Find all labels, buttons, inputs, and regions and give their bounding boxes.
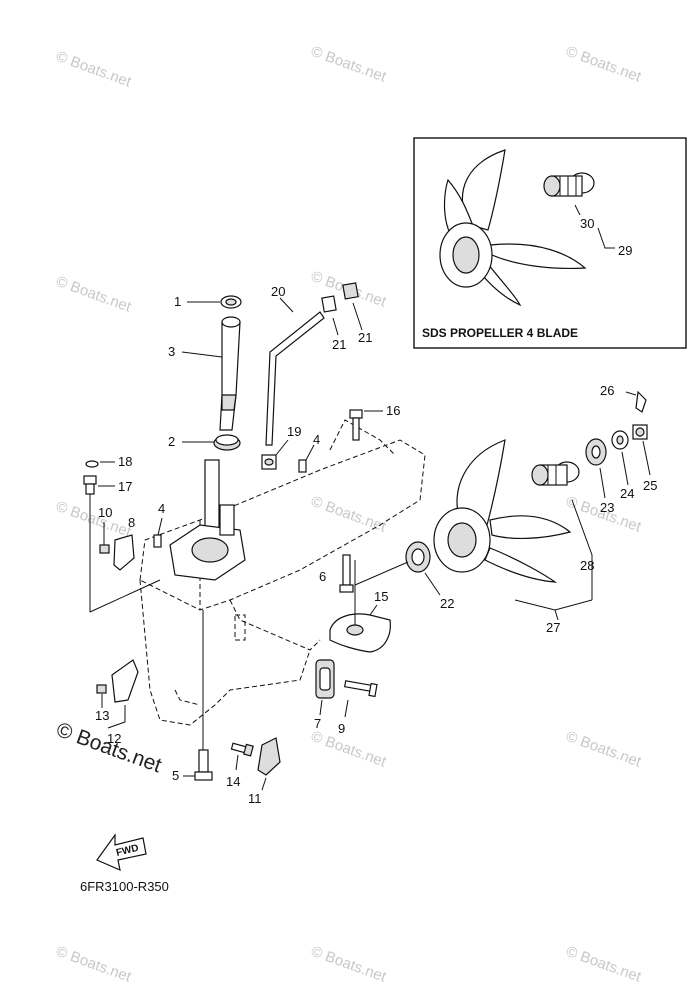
part-24-washer: 24 [611, 430, 634, 501]
callout-4: 4 [158, 501, 165, 516]
propeller-blade [484, 547, 558, 583]
part-9-bolt: 9 [338, 680, 378, 736]
callout-3: 3 [168, 344, 175, 359]
part-2-seal: 2 [168, 434, 241, 451]
part-25-nut: 25 [632, 424, 657, 493]
inset-title: SDS PROPELLER 4 BLADE [422, 326, 578, 340]
callout-21: 21 [358, 330, 372, 345]
propeller-blade [461, 149, 506, 231]
callout-8: 8 [128, 515, 135, 530]
callout-26: 26 [600, 383, 614, 398]
part-1-grommet: 1 [174, 294, 242, 309]
callout-13: 13 [95, 708, 109, 723]
inset-sds-propeller: 30 29 SDS PROPELLER 4 BLADE [413, 137, 687, 349]
callout-11: 11 [248, 791, 262, 806]
part-23-washer: 23 [585, 438, 614, 515]
callout-10: 10 [98, 505, 112, 520]
watermark: © Boats.net [54, 48, 134, 91]
propeller-blade [489, 515, 572, 540]
callout-24: 24 [620, 486, 634, 501]
callout-20: 20 [271, 284, 285, 299]
part-14-bolt: 14 [226, 742, 254, 789]
part-28-damper: 28 [531, 461, 594, 600]
watermark: © Boats.net [309, 43, 389, 86]
watermark: © Boats.net [564, 43, 644, 86]
part-10-nut: 10 [98, 505, 112, 554]
propeller-hub-bore [452, 236, 480, 274]
callout-16: 16 [386, 403, 400, 418]
leader-line [597, 227, 615, 249]
part-5-bolt: 5 [172, 610, 213, 783]
callout-30: 30 [580, 216, 594, 231]
part-12-anode: 12 [107, 659, 139, 746]
callout-14: 14 [226, 774, 240, 789]
callout-2: 2 [168, 434, 175, 449]
callout-18: 18 [118, 454, 132, 469]
part-17-plug: 17 [83, 475, 161, 613]
callout-19: 19 [287, 424, 301, 439]
watermark-large: © Boats.net [53, 718, 164, 777]
callout-9: 9 [338, 721, 345, 736]
propeller-blade [456, 439, 506, 526]
part-11-cover: 11 [248, 737, 281, 806]
part-13-nut: 13 [95, 684, 109, 723]
watermark: © Boats.net [309, 493, 389, 536]
part-16-bolt: 16 [349, 403, 400, 441]
fwd-arrow-icon: FWD [96, 833, 147, 872]
callout-22: 22 [440, 596, 454, 611]
watermark: © Boats.net [309, 728, 389, 771]
callout-27: 27 [546, 620, 560, 635]
watermark: © Boats.net [564, 728, 644, 771]
fwd-label: FWD [115, 843, 140, 859]
callout-23: 23 [600, 500, 614, 515]
part-3-water-tube: 3 [168, 316, 241, 431]
callout-21: 21 [332, 337, 346, 352]
sds-damper [543, 172, 595, 197]
part-18-o-ring: 18 [85, 454, 132, 469]
propeller-blade [489, 243, 587, 269]
watermark: © Boats.net [54, 273, 134, 316]
callout-12: 12 [107, 731, 121, 746]
part-22-spacer: 22 [354, 541, 454, 611]
callout-1: 1 [174, 294, 181, 309]
pump-impeller [191, 537, 229, 563]
diagram-code: 6FR3100-R350 [80, 879, 169, 894]
callout-5: 5 [172, 768, 179, 783]
callout-6: 6 [319, 569, 326, 584]
callout-7: 7 [314, 716, 321, 731]
propeller-3-blade: 27 [433, 439, 593, 635]
callout-28: 28 [580, 558, 594, 573]
callout-29: 29 [618, 243, 632, 258]
part-4-pins: 4 4 [153, 432, 320, 548]
watermark: © Boats.net [564, 943, 644, 986]
part-15-trim-tab: 15 [329, 560, 391, 653]
leader-line [574, 204, 581, 216]
callout-25: 25 [643, 478, 657, 493]
part-21-clips: 21 21 [321, 282, 372, 352]
watermark: © Boats.net [309, 943, 389, 986]
water-pump-assembly [169, 459, 246, 581]
part-26-cotter-pin: 26 [600, 383, 647, 413]
part-7-anode: 7 [314, 659, 335, 731]
watermark: © Boats.net [54, 943, 134, 986]
watermark: © Boats.net [54, 498, 134, 541]
part-20-hose: 20 [265, 284, 325, 446]
water-tube-stub [219, 504, 235, 536]
propeller-hub-bore [447, 522, 477, 558]
callout-15: 15 [374, 589, 388, 604]
callout-17: 17 [118, 479, 132, 494]
part-6-bolt: 6 [319, 554, 354, 593]
part-8-anode: 8 [113, 515, 135, 571]
callout-4: 4 [313, 432, 320, 447]
part-19-fitting: 19 [261, 424, 301, 470]
